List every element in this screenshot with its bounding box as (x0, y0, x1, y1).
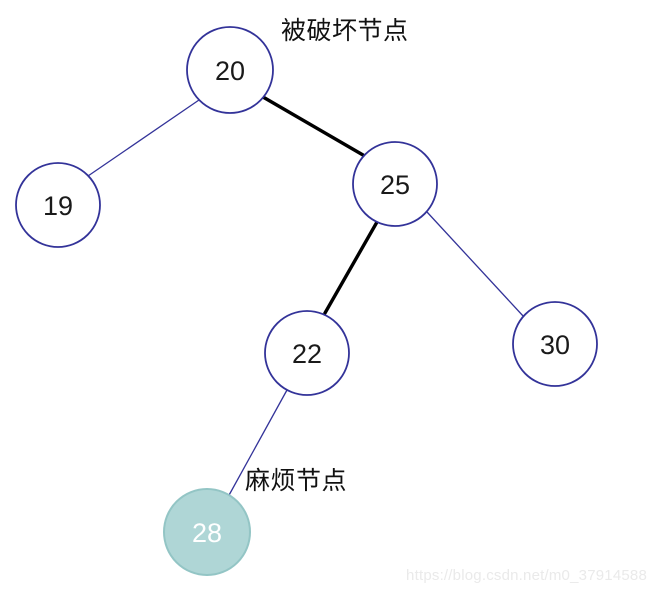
node-circle-25[interactable] (352, 141, 438, 227)
node-value-28: 28 (192, 518, 222, 548)
node-circle-19[interactable] (15, 162, 101, 248)
node-circle-22[interactable] (264, 310, 350, 396)
node-group: 20 19 25 22 30 28 (15, 26, 598, 576)
tree-node-19[interactable]: 19 (15, 162, 101, 248)
edge-20-19 (87, 99, 200, 177)
annotation-broken-node: 被破坏节点 (281, 16, 409, 45)
edge-25-22 (323, 220, 379, 315)
edge-22-28 (227, 389, 288, 498)
annotation-trouble-node: 麻烦节点 (245, 466, 348, 495)
tree-node-22[interactable]: 22 (264, 310, 350, 396)
node-value-20: 20 (215, 56, 245, 86)
tree-node-20[interactable]: 20 (186, 26, 274, 114)
node-value-30: 30 (540, 330, 570, 360)
edge-25-30 (426, 211, 525, 318)
tree-node-30[interactable]: 30 (512, 301, 598, 387)
node-value-22: 22 (292, 339, 322, 369)
node-circle-30[interactable] (512, 301, 598, 387)
edge-group (87, 95, 525, 498)
tree-node-25[interactable]: 25 (352, 141, 438, 227)
tree-node-28-highlighted[interactable]: 28 (163, 488, 251, 576)
node-value-25: 25 (380, 170, 410, 200)
watermark-url: https://blog.csdn.net/m0_37914588 (406, 567, 647, 584)
edge-20-25 (261, 95, 365, 157)
node-circle-20[interactable] (186, 26, 274, 114)
node-circle-28[interactable] (163, 488, 251, 576)
node-value-19: 19 (43, 191, 73, 221)
